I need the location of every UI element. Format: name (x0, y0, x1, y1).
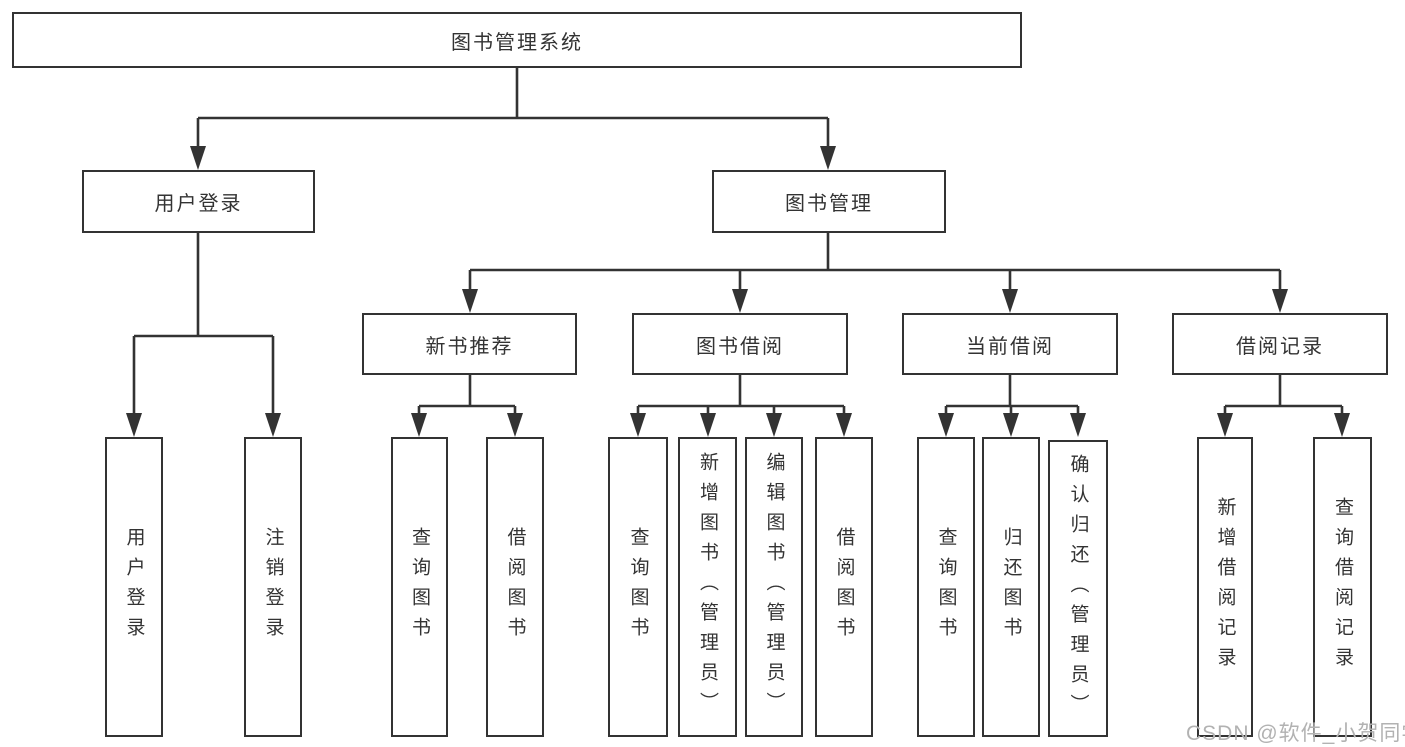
node-leaf-logout: 注销登录 (244, 437, 302, 737)
node-new-book-recommend-label: 新书推荐 (425, 335, 514, 358)
node-leaf-label: 查询图书 (409, 527, 430, 647)
node-leaf-label: 新增图书（管理员） (697, 452, 718, 722)
csdn-watermark: CSDN @软件_小贺同学 (1186, 722, 1405, 745)
arrowhead-icon (1217, 413, 1233, 437)
arrowhead-icon (732, 289, 748, 313)
node-leaf-confirm-return-admin: 确认归还（管理员） (1048, 440, 1108, 737)
node-borrow-records-label: 借阅记录 (1236, 335, 1324, 358)
arrowhead-icon (1002, 289, 1018, 313)
connector-login-leaves (132, 233, 275, 424)
node-leaf-borrow-books-2: 借阅图书 (815, 437, 873, 737)
connector-root-level2 (196, 68, 830, 157)
node-new-book-recommend: 新书推荐 (362, 313, 577, 375)
node-leaf-borrow-books-1: 借阅图书 (486, 437, 544, 737)
arrowhead-icon (938, 413, 954, 437)
arrowhead-icon (1272, 289, 1288, 313)
arrowhead-icon (700, 413, 716, 437)
node-book-management: 图书管理 (712, 170, 946, 233)
node-leaf-label: 注销登录 (262, 527, 284, 647)
node-leaf-label: 编辑图书（管理员） (763, 452, 785, 722)
connector-records-leaves (1223, 375, 1344, 424)
node-current-borrow-label: 当前借阅 (966, 335, 1054, 358)
connector-manage-level3 (468, 233, 1282, 300)
node-leaf-add-books-admin: 新增图书（管理员） (678, 437, 737, 737)
connector-borrow-leaves (636, 375, 846, 424)
arrowhead-icon (1070, 413, 1086, 437)
node-borrow-records: 借阅记录 (1172, 313, 1388, 375)
arrowhead-icon (1334, 413, 1350, 437)
node-leaf-query-books-2: 查询图书 (608, 437, 668, 737)
node-leaf-label: 借阅图书 (504, 527, 526, 647)
node-user-login-label: 用户登录 (154, 193, 243, 215)
arrowhead-icon (190, 146, 206, 170)
arrowhead-icon (411, 413, 427, 437)
node-book-borrow: 图书借阅 (632, 313, 848, 375)
node-user-login: 用户登录 (82, 170, 315, 233)
node-leaf-query-borrow-record: 查询借阅记录 (1313, 437, 1372, 737)
node-leaf-label: 用户登录 (123, 527, 145, 647)
node-leaf-query-books-3: 查询图书 (917, 437, 975, 737)
arrowhead-icon (126, 413, 142, 437)
node-leaf-add-borrow-record: 新增借阅记录 (1197, 437, 1253, 737)
arrowhead-icon (1003, 413, 1019, 437)
arrowhead-icon (630, 413, 646, 437)
arrowhead-icon (265, 413, 281, 437)
node-book-management-label: 图书管理 (785, 193, 873, 215)
arrowhead-icon (462, 289, 478, 313)
arrowhead-icon (507, 413, 523, 437)
node-root: 图书管理系统 (12, 12, 1022, 68)
node-book-borrow-label: 图书借阅 (696, 335, 784, 358)
node-leaf-label: 新增借阅记录 (1214, 497, 1236, 677)
arrowhead-icon (766, 413, 782, 437)
arrowhead-icon (820, 146, 836, 170)
node-leaf-label: 查询图书 (935, 527, 957, 647)
arrowhead-icon (836, 413, 852, 437)
node-leaf-query-books-1: 查询图书 (391, 437, 448, 737)
node-leaf-label: 查询借阅记录 (1332, 497, 1353, 677)
node-leaf-label: 借阅图书 (833, 527, 855, 647)
node-leaf-user-login: 用户登录 (105, 437, 163, 737)
node-leaf-label: 查询图书 (627, 527, 649, 647)
node-leaf-edit-books-admin: 编辑图书（管理员） (745, 437, 803, 737)
connector-recommend-leaves (417, 375, 517, 424)
node-current-borrow: 当前借阅 (902, 313, 1118, 375)
node-leaf-label: 归还图书 (1000, 527, 1022, 647)
node-leaf-return-books: 归还图书 (982, 437, 1040, 737)
node-root-label: 图书管理系统 (451, 31, 583, 54)
node-leaf-label: 确认归还（管理员） (1067, 453, 1089, 724)
